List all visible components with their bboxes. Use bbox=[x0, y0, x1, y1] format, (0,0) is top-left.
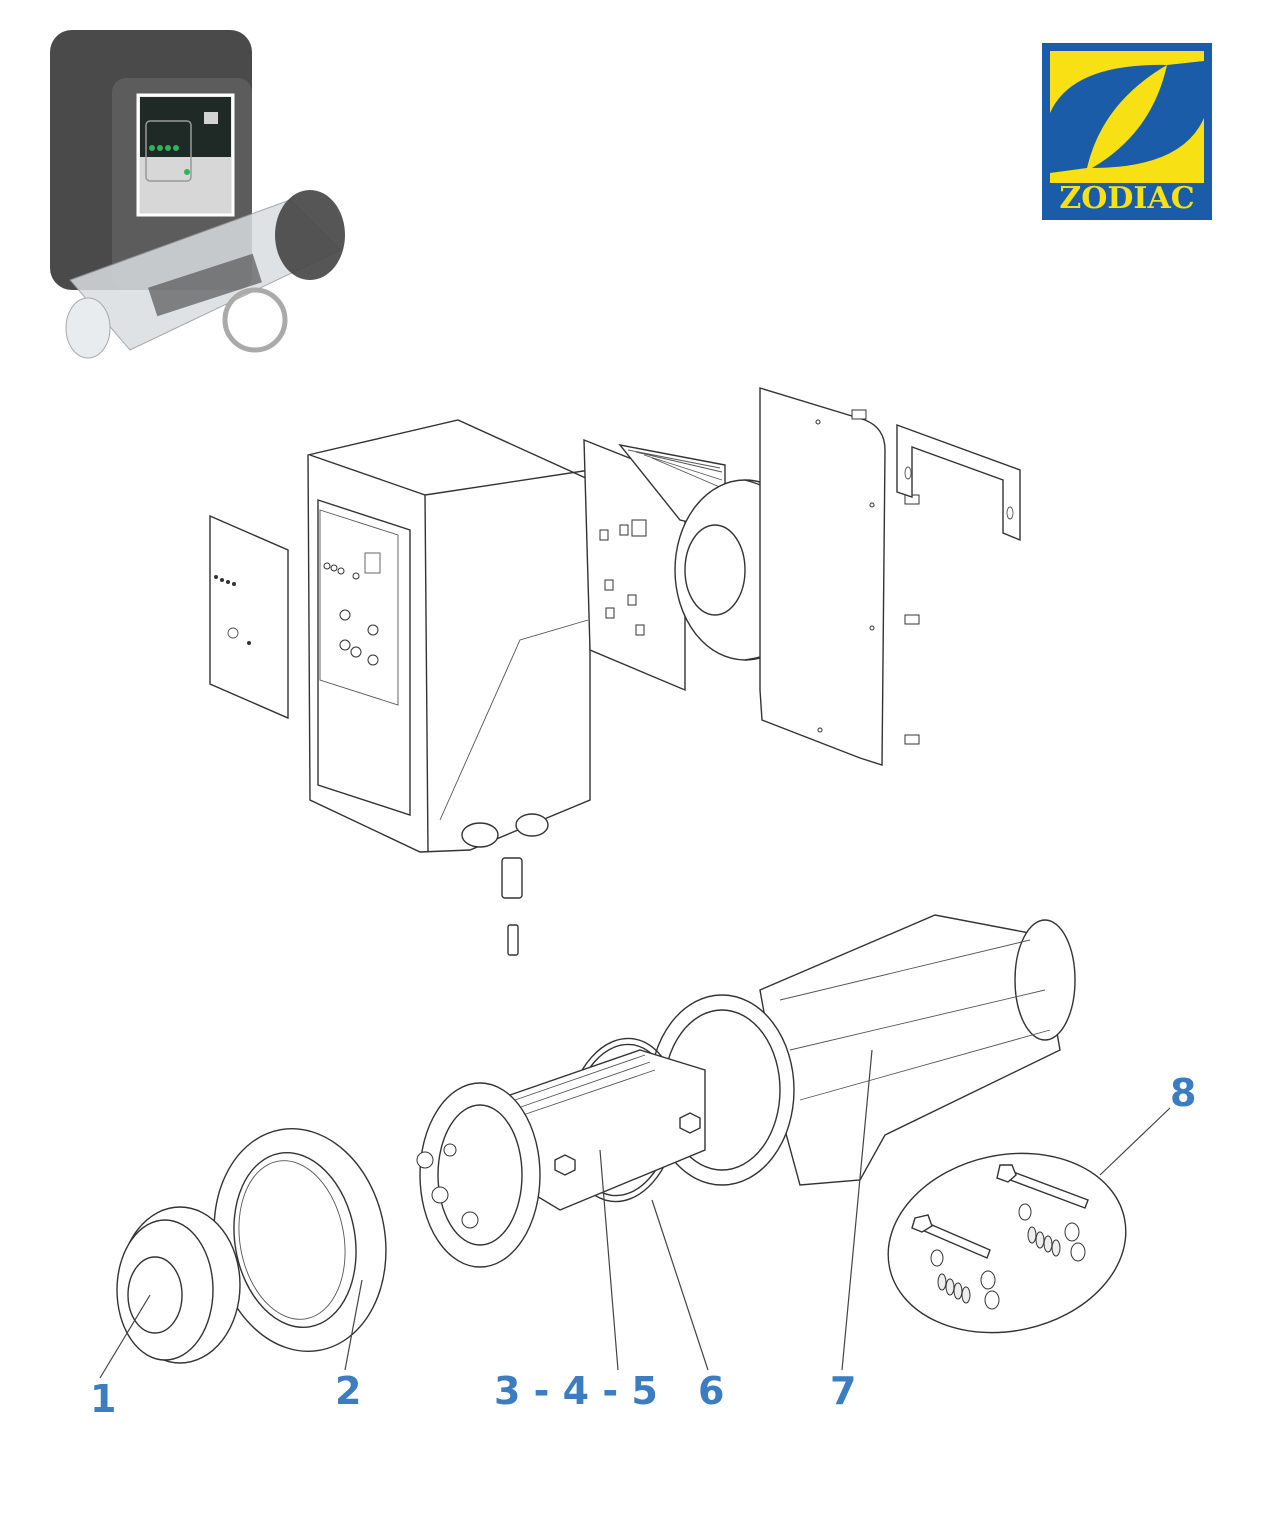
wall-bracket bbox=[896, 423, 1021, 542]
electrode bbox=[416, 1049, 706, 1268]
zodiac-logo: ZODIAC bbox=[1042, 43, 1212, 220]
callout-6: 6 bbox=[698, 1369, 725, 1413]
product-photo bbox=[50, 30, 345, 359]
end-cap bbox=[116, 1206, 241, 1364]
callout-leaders bbox=[99, 1049, 1171, 1379]
fuse-holder bbox=[501, 857, 523, 956]
cell-body bbox=[649, 914, 1076, 1186]
back-plate bbox=[759, 387, 886, 766]
callout-1: 1 bbox=[90, 1377, 117, 1421]
callout-3-4-5: 3 - 4 - 5 bbox=[494, 1369, 658, 1413]
callout-2: 2 bbox=[335, 1369, 362, 1413]
svg-text:ZODIAC: ZODIAC bbox=[1059, 181, 1194, 216]
front-faceplate bbox=[209, 514, 289, 720]
bolt-kit bbox=[887, 1152, 1127, 1334]
zodiac-z-icon: ZODIAC bbox=[1042, 43, 1212, 220]
callout-8: 8 bbox=[1170, 1071, 1197, 1115]
callout-7: 7 bbox=[830, 1369, 857, 1413]
control-housing bbox=[307, 419, 591, 853]
ring-nut bbox=[213, 1128, 387, 1352]
